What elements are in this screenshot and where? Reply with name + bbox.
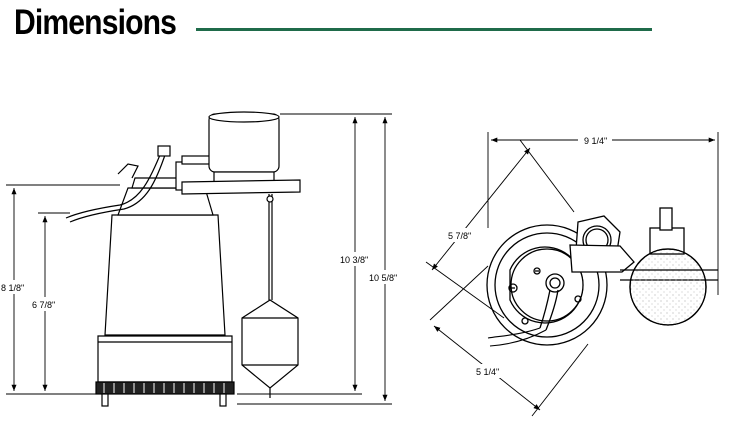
float-top bbox=[620, 207, 718, 326]
dim-5-7-8: 5 7/8" bbox=[448, 231, 471, 241]
dim-10-5-8: 10 5/8" bbox=[369, 273, 397, 283]
power-cord bbox=[65, 145, 171, 223]
dim-8-1-8: 8 1/8" bbox=[1, 283, 24, 293]
top-view: 9 1/4" 5 7/8" 5 1/4" bbox=[425, 132, 719, 417]
dim-10-3-8: 10 3/8" bbox=[340, 255, 368, 265]
dim-5-1-4: 5 1/4" bbox=[476, 367, 499, 377]
dim-6-7-8: 6 7/8" bbox=[32, 300, 55, 310]
page-title: Dimensions bbox=[14, 3, 177, 42]
side-view: 8 1/8" 6 7/8" 10 3/8" 10 5/8" bbox=[0, 111, 402, 407]
title-rule bbox=[196, 28, 652, 31]
dim-9-1-4: 9 1/4" bbox=[584, 136, 607, 146]
float-switch bbox=[181, 111, 301, 398]
discharge-fitting bbox=[569, 215, 635, 273]
